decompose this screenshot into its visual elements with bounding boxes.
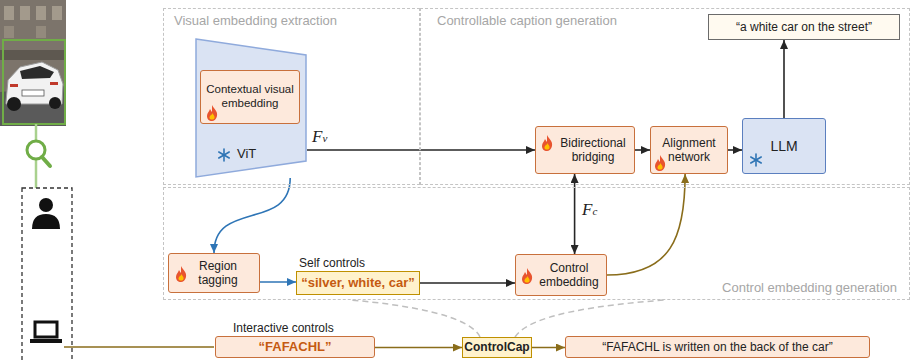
trainable-flame-icon — [654, 155, 666, 171]
control-words: Self controls“silver, white, car” — [296, 271, 420, 295]
stage-region: Controllable caption generation “a white … — [420, 8, 910, 185]
box-text: LLM — [770, 138, 797, 155]
box-text: Contextual visual embedding — [205, 83, 295, 111]
box-text: “a white car on the street” — [736, 20, 872, 34]
stage-region: Visual embedding extractionViT Contextual… — [163, 8, 420, 185]
frozen-module: LLM — [742, 118, 826, 174]
zoom-curves — [350, 300, 665, 337]
stage-region: Control embedding generation Region taggi… — [163, 187, 910, 300]
connector-arrow — [607, 174, 685, 275]
feature-symbol: Fv — [312, 127, 327, 147]
control-heading: Interactive controls — [233, 321, 334, 335]
output-caption: “a white car on the street” — [708, 14, 900, 40]
control-words: Interactive controls“FAFACHL” — [215, 336, 375, 358]
trainable-flame-icon — [521, 268, 533, 284]
connector-arrow — [420, 282, 515, 284]
box-text: “silver, white, car” — [301, 275, 414, 291]
feature-symbol: Fc — [582, 200, 597, 220]
encoder-trapezoid: ViT Contextual visual embedding — [195, 38, 307, 178]
user-device-box — [22, 188, 72, 360]
connector-arrow — [532, 347, 565, 349]
box-text: ControlCap — [464, 340, 529, 354]
trainable-flame-icon — [541, 135, 553, 151]
car-photo — [0, 0, 66, 126]
stage-title: Controllable caption generation — [437, 13, 617, 28]
stage-title: Control embedding generation — [722, 280, 897, 295]
trainable-flame-icon — [206, 105, 218, 121]
connector-arrow — [214, 178, 290, 253]
model-box: ControlCap — [462, 337, 532, 358]
trainable-flame-icon — [175, 266, 187, 282]
frozen-snowflake-icon — [749, 153, 763, 167]
trainable-module: Bidirectional bridging — [535, 126, 635, 174]
box-text: Control embedding — [536, 261, 602, 290]
trainable-module: Control embedding — [515, 254, 607, 296]
box-text: Bidirectional bridging — [556, 136, 630, 165]
box-text: Region tagging — [191, 259, 245, 288]
stage-title: Visual embedding extraction — [174, 13, 337, 28]
connector-arrow — [635, 149, 650, 151]
box-text: Alignment network — [655, 136, 723, 165]
encoder-name: ViT — [237, 146, 256, 161]
connector-arrow — [783, 40, 785, 118]
connector-arrow — [574, 174, 576, 254]
box-text: “FAFACHL” — [259, 339, 332, 355]
control-heading: Self controls — [299, 256, 365, 270]
connector-arrow — [728, 149, 742, 151]
interactive-control-wire — [64, 347, 214, 348]
trainable-module: Contextual visual embedding — [200, 70, 300, 124]
connector-arrow — [375, 347, 462, 349]
connector-arrow — [307, 149, 535, 151]
box-text: “FAFACHL is written on the back of the c… — [602, 340, 832, 354]
output-caption: “FAFACHL is written on the back of the c… — [565, 336, 870, 358]
connector-arrow — [260, 281, 296, 283]
selection-link — [27, 124, 50, 188]
trainable-module: Alignment network — [650, 126, 728, 174]
frozen-snowflake-icon — [217, 148, 231, 162]
trainable-module: Region tagging — [168, 253, 260, 293]
